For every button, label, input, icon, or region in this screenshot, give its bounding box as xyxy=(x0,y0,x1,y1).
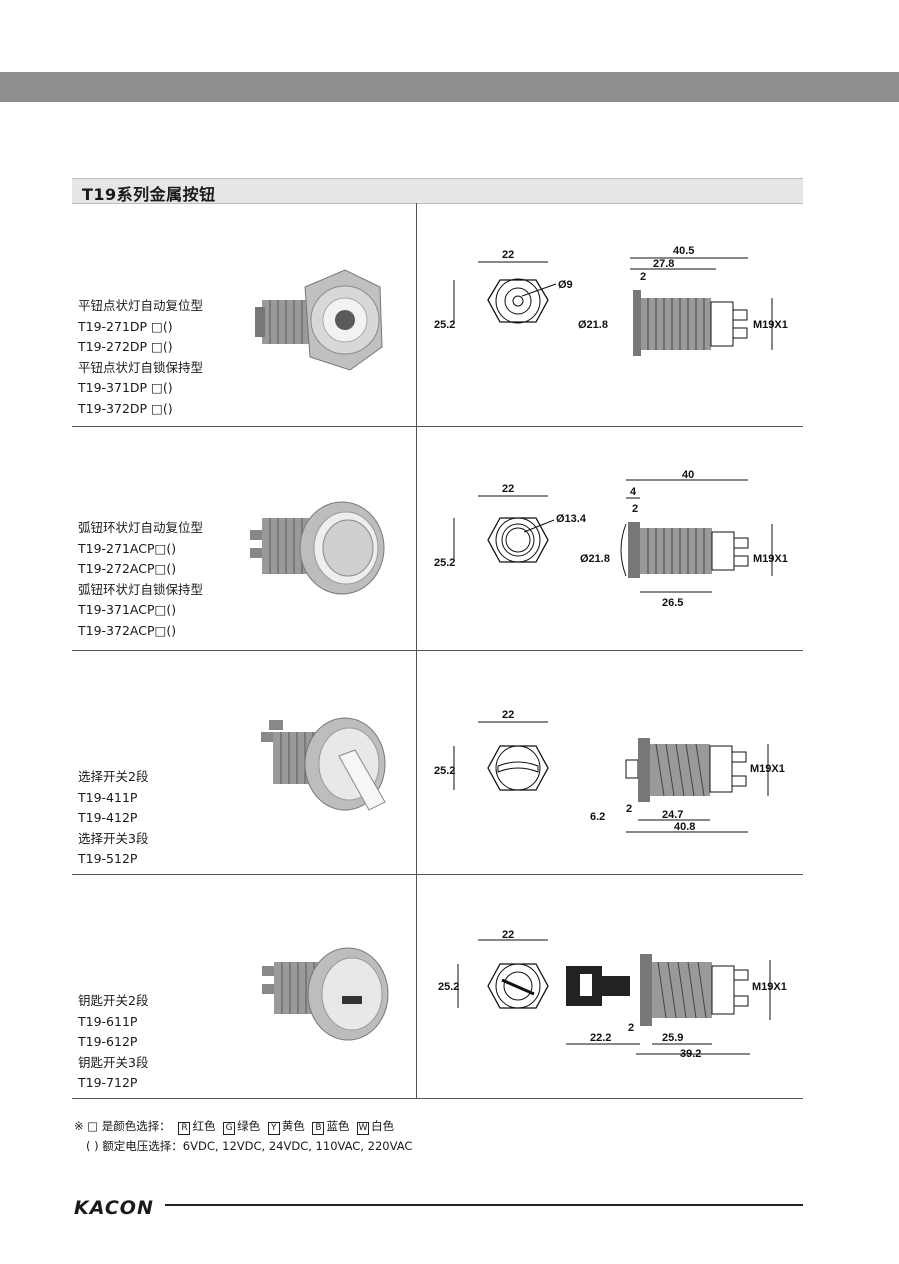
color-label: 红色 xyxy=(192,1119,216,1133)
dim-height: 25.2 xyxy=(438,981,459,993)
dim-thread-dia: Ø21.8 xyxy=(580,553,610,565)
dim-flange: 2 xyxy=(626,803,632,815)
dim-cap: 4 xyxy=(630,486,637,498)
dim-key: 22.2 xyxy=(590,1032,611,1044)
dim-body: 27.8 xyxy=(653,258,674,270)
color-code-box: R xyxy=(178,1122,191,1135)
dim-hex: 22 xyxy=(502,249,514,261)
color-label: 白色 xyxy=(371,1119,395,1133)
model-code: T19-272ACP□() xyxy=(78,561,177,576)
color-code-box: W xyxy=(357,1122,370,1135)
kacon-logo: KACON xyxy=(74,1197,154,1219)
model-list-3: 选择开关2段 T19-411P T19-412P 选择开关3段 T19-512P xyxy=(78,767,148,870)
dim-total: 39.2 xyxy=(680,1048,701,1060)
model-type: 平钮点状灯自动复位型 xyxy=(78,298,204,313)
color-note-prefix: ※ □ 是颜色选择： xyxy=(74,1119,171,1133)
row-divider xyxy=(72,1098,803,1099)
color-label: 蓝色 xyxy=(326,1119,350,1133)
domed-ring-dimension-drawing: 22 Ø13.4 25.2 40 4 2 Ø21.8 M19X1 26.5 xyxy=(434,470,788,609)
domed-ring-button-photo xyxy=(250,501,385,595)
model-type: 选择开关3段 xyxy=(78,830,149,846)
dim-hex: 22 xyxy=(502,483,514,495)
model-type: 弧钮环状灯自锁保持型 xyxy=(78,581,204,597)
color-code-box: Y xyxy=(267,1122,280,1135)
model-type: 钥匙开关2段 xyxy=(78,993,149,1008)
model-code: T19-411P xyxy=(78,789,138,805)
dim-hex: 22 xyxy=(502,929,514,941)
model-code: T19-611P xyxy=(78,1013,138,1029)
model-code: T19-712P xyxy=(78,1075,138,1090)
model-type: 钥匙开关3段 xyxy=(78,1054,149,1070)
model-code: T19-372DP □() xyxy=(78,400,173,416)
dim-hex: 22 xyxy=(502,709,514,721)
selector-switch-photo xyxy=(261,717,386,811)
dim-dia: Ø9 xyxy=(558,279,573,291)
model-code: T19-272DP □() xyxy=(78,339,173,354)
dim-total: 40 xyxy=(682,470,694,481)
model-list-1: 平钮点状灯自动复位型 T19-271DP □() T19-272DP □() 平… xyxy=(78,296,203,419)
color-code-box: G xyxy=(223,1122,236,1135)
dim-thread: M19X1 xyxy=(750,763,785,775)
dim-body: 26.5 xyxy=(662,597,683,609)
dim-thread: M19X1 xyxy=(752,981,787,993)
model-code: T19-612P xyxy=(78,1034,138,1049)
section-header: T19系列金属按钮 xyxy=(72,178,803,204)
dim-height: 25.2 xyxy=(434,765,455,777)
dim-height: 25.2 xyxy=(434,319,455,331)
color-label: 黄色 xyxy=(281,1119,305,1133)
flat-dot-button-photo xyxy=(255,269,383,371)
row-divider xyxy=(72,426,803,427)
model-type: 选择开关2段 xyxy=(78,769,149,784)
model-type: 平钮点状灯自锁保持型 xyxy=(78,359,204,375)
dim-flange: 2 xyxy=(628,1022,634,1034)
model-code: T19-271DP □() xyxy=(78,318,173,334)
model-code: T19-271ACP□() xyxy=(78,540,177,556)
dim-total: 40.5 xyxy=(673,245,694,257)
dim-thread: M19X1 xyxy=(753,319,788,331)
footer-rule xyxy=(165,1204,803,1206)
model-type: 弧钮环状灯自动复位型 xyxy=(78,520,204,535)
color-code-box: B xyxy=(312,1122,325,1135)
dim-flange: 2 xyxy=(632,503,638,515)
model-code: T19-412P xyxy=(78,810,138,825)
voltage-note: ( ) 额定电压选择：6VDC, 12VDC, 24VDC, 110VAC, 2… xyxy=(86,1139,413,1153)
section-title: T19系列金属按钮 xyxy=(82,185,216,204)
top-banner xyxy=(0,72,899,102)
row-divider xyxy=(72,650,803,651)
dim-total: 40.8 xyxy=(674,821,695,833)
dim-thread: M19X1 xyxy=(753,553,788,565)
dim-thread-dia: Ø21.8 xyxy=(578,319,608,331)
model-code: T19-372ACP□() xyxy=(78,622,177,638)
model-code: T19-371DP □() xyxy=(78,380,173,395)
key-switch-dimension-drawing: 22 25.2 M19X1 22.2 2 25.9 39.2 xyxy=(438,929,787,1060)
flat-dot-dimension-drawing: 22 Ø9 25.2 40.5 27.8 2 Ø21.8 M19X1 xyxy=(434,245,788,356)
dim-body: 25.9 xyxy=(662,1032,683,1044)
dim-dia: Ø13.4 xyxy=(556,513,587,525)
model-code: T19-371ACP□() xyxy=(78,602,177,617)
selector-dimension-drawing: 22 25.2 M19X1 6.2 2 24.7 40.8 xyxy=(434,709,785,833)
dim-body: 24.7 xyxy=(662,809,683,821)
key-switch-photo xyxy=(262,947,389,1041)
model-list-4: 钥匙开关2段 T19-611P T19-612P 钥匙开关3段 T19-712P xyxy=(78,991,148,1094)
model-list-2: 弧钮环状灯自动复位型 T19-271ACP□() T19-272ACP□() 弧… xyxy=(78,518,203,641)
dim-lever: 6.2 xyxy=(590,811,605,823)
row-divider xyxy=(72,874,803,875)
color-label: 绿色 xyxy=(237,1119,261,1133)
model-code: T19-512P xyxy=(78,851,138,866)
dim-height: 25.2 xyxy=(434,557,455,569)
dim-flange: 2 xyxy=(640,271,646,283)
